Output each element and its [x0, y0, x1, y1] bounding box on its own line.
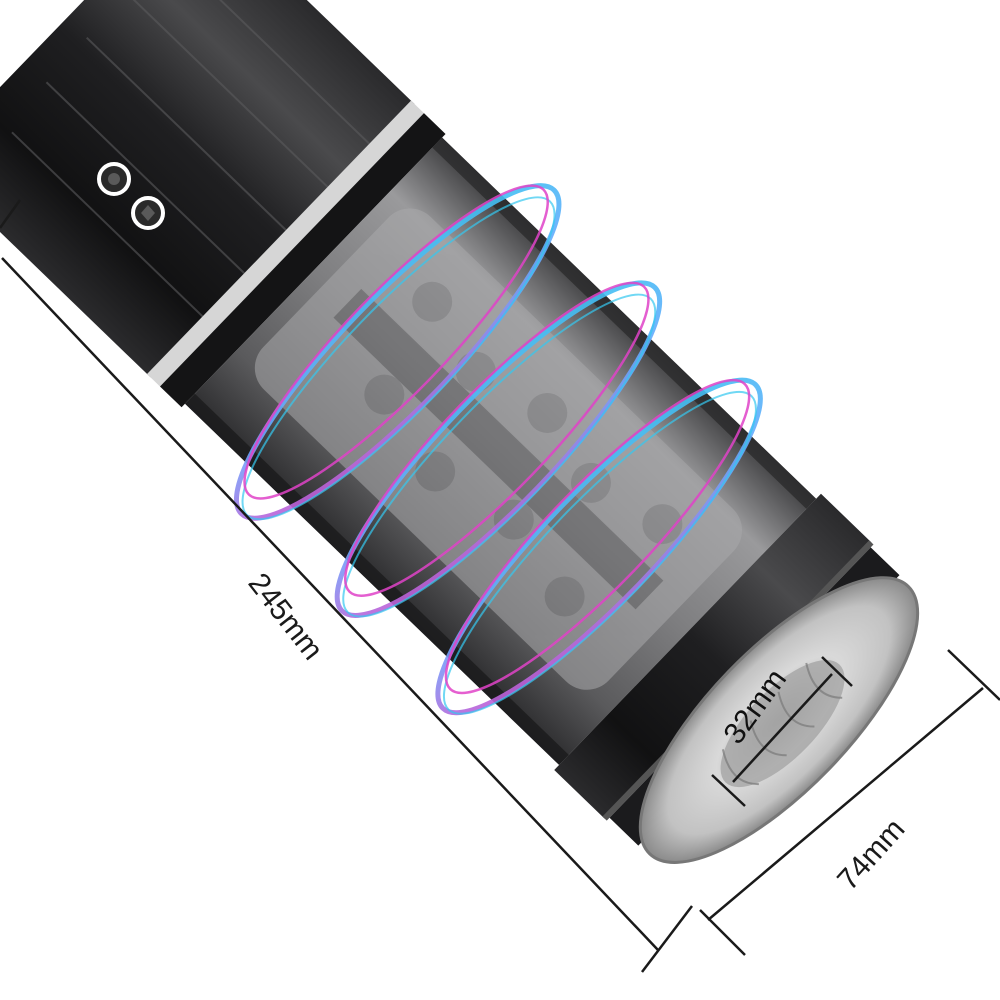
diameter-dimension-line — [707, 687, 984, 921]
inner-dimension-line — [732, 673, 833, 783]
power-button[interactable] — [97, 162, 131, 196]
bottom-collar — [554, 493, 872, 819]
dimension-lines — [0, 199, 1000, 973]
mode-button[interactable] — [131, 196, 165, 230]
power-icon — [108, 173, 120, 185]
silver-ring — [147, 100, 424, 387]
length-dimension-line — [1, 257, 659, 951]
device — [0, 0, 920, 864]
motion-swirls — [233, 183, 763, 716]
inner-mechanism — [254, 208, 743, 690]
top-cap — [0, 0, 415, 378]
diamond-icon — [141, 205, 155, 221]
